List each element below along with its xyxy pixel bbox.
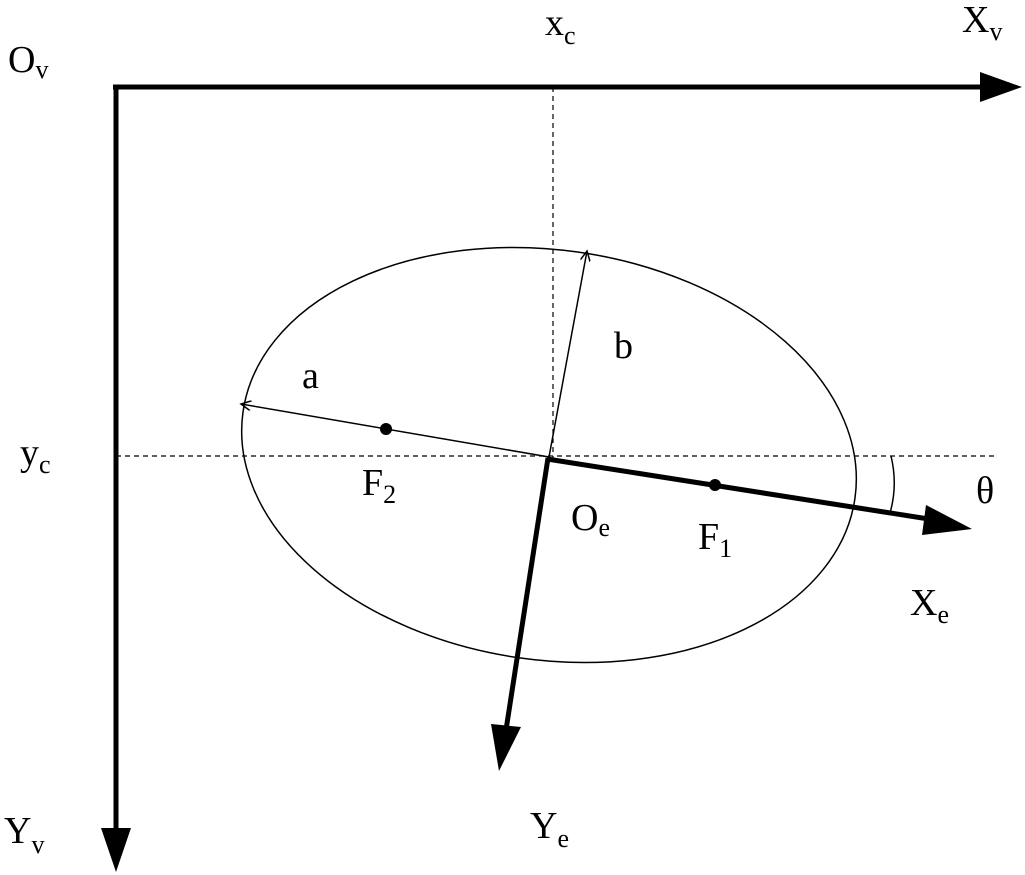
semi-major-label: a	[302, 355, 319, 397]
semi-minor-arrow	[548, 251, 587, 458]
axis-xv-label: Xv	[962, 0, 1002, 46]
origin-v-label: Ov	[8, 39, 48, 84]
semi-minor-label: b	[614, 325, 633, 367]
image-axes	[101, 72, 1022, 872]
axis-yv-label: Yv	[4, 810, 44, 859]
axis-ye-arrowhead	[491, 724, 521, 771]
angle-theta-label: θ	[976, 470, 994, 512]
axis-ye-label: Ye	[530, 805, 569, 853]
semi-major-arrow	[241, 404, 550, 458]
focus-1-point	[709, 479, 721, 491]
xc-label: xc	[545, 2, 576, 50]
axis-xv-arrowhead	[980, 72, 1022, 102]
axis-ye-line	[503, 457, 551, 731]
axis-xe-arrowhead	[922, 505, 972, 535]
ellipse-axes	[491, 456, 972, 771]
axis-xe-label: Xe	[910, 582, 949, 629]
axis-yv-arrowhead	[101, 828, 131, 872]
yc-label: yc	[20, 432, 51, 479]
origin-e-label: Oe	[571, 497, 610, 542]
axis-xe-line	[546, 456, 936, 523]
focus-2-point	[380, 423, 392, 435]
angle-theta-arc	[889, 455, 895, 514]
focus-1-label: F1	[698, 516, 732, 563]
ellipse-outline	[240, 246, 858, 664]
focus-2-label: F2	[362, 462, 396, 509]
